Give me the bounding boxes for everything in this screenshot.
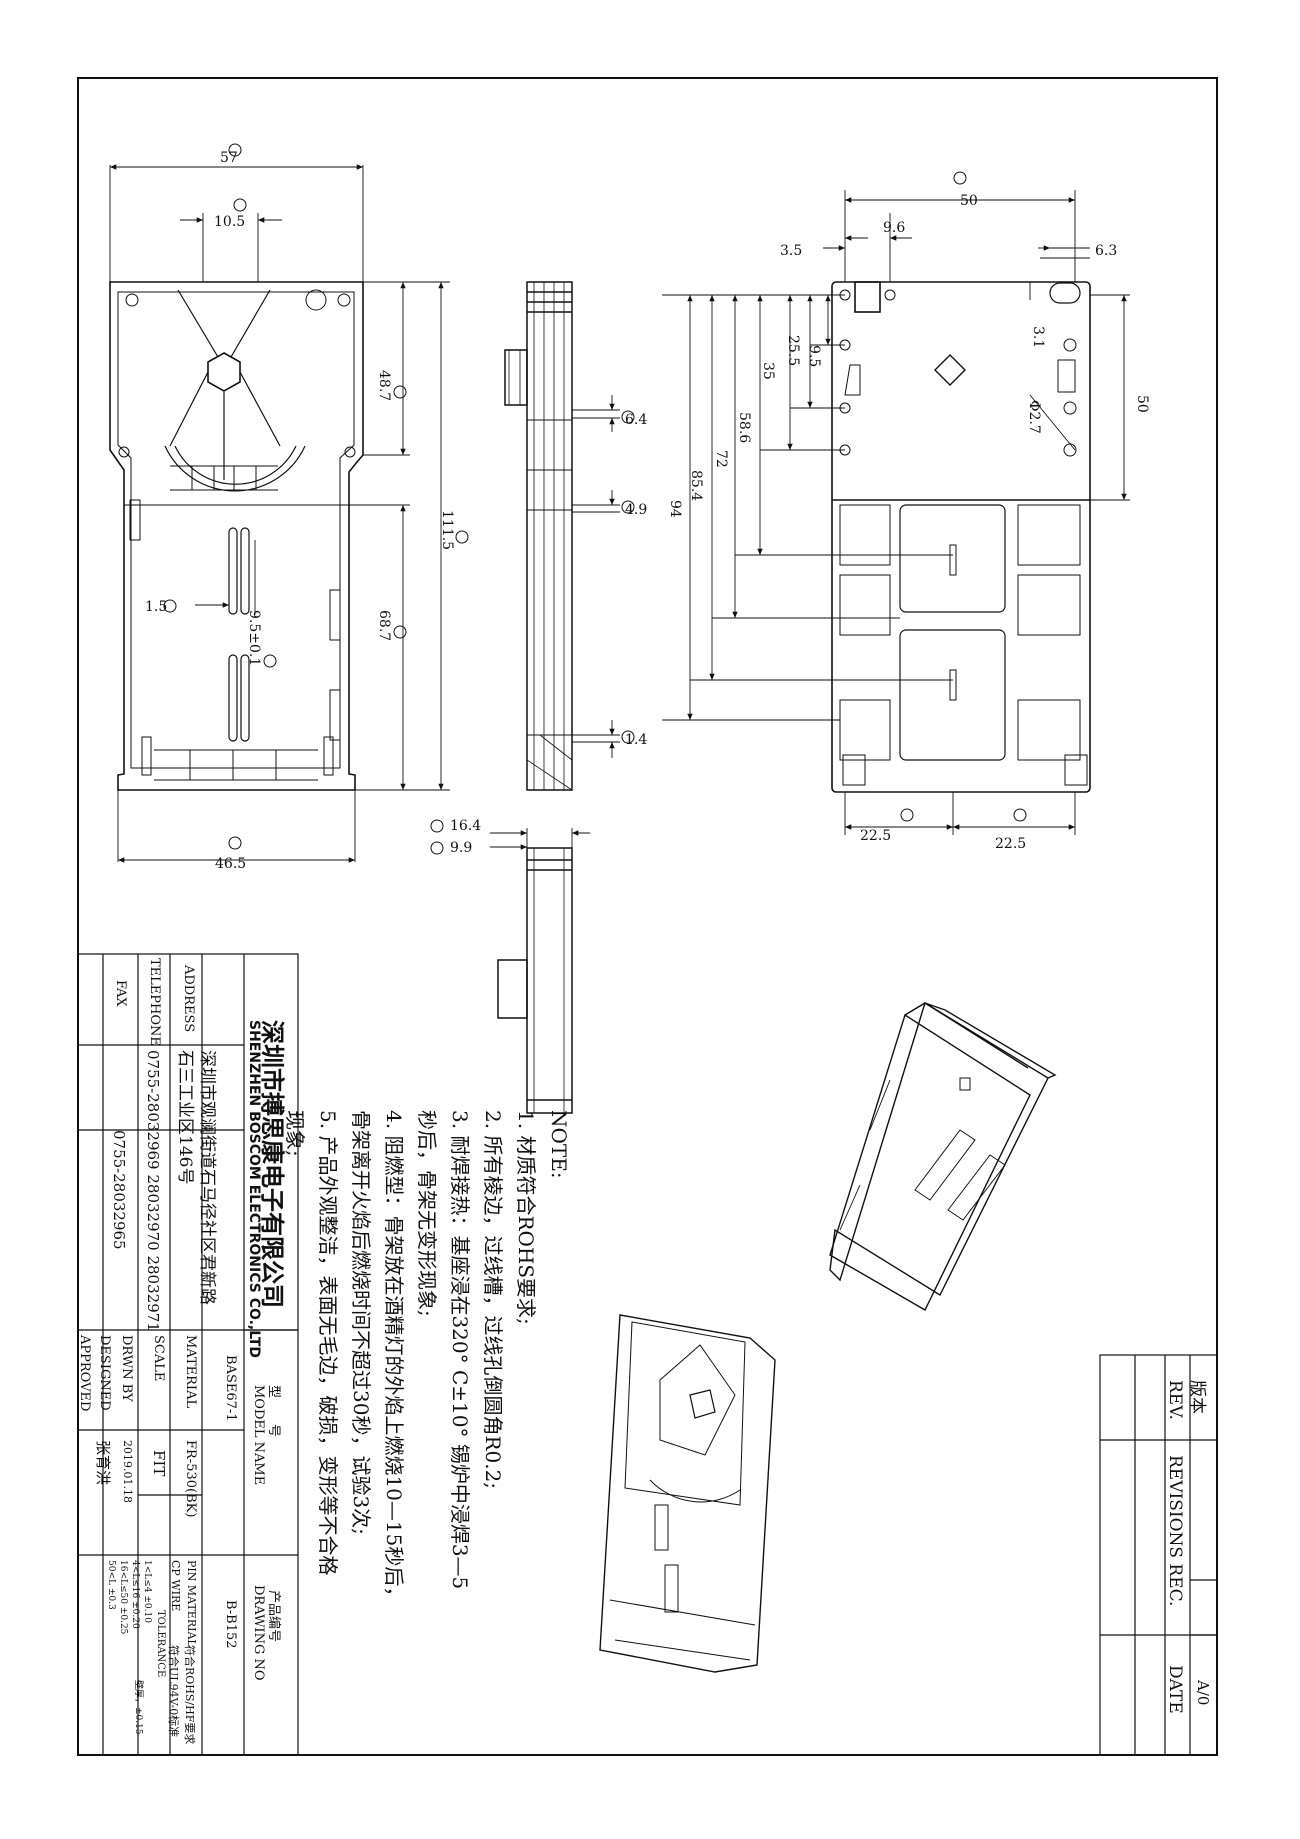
date-label: DATE: [1165, 1665, 1185, 1714]
end-view: [497, 847, 573, 1114]
model-label: MODEL NAME: [251, 1385, 266, 1486]
dim-22-5-b: 22.5: [995, 836, 1026, 852]
dim-9-9: 9.9: [450, 840, 472, 856]
dim-46-5: 46.5: [215, 856, 246, 872]
dim-57: 57: [220, 150, 238, 166]
dim-58-6: 58.6: [736, 412, 752, 444]
end-view-dimensions: [490, 828, 590, 850]
sheet-border: [77, 77, 1218, 1756]
drawing-no-label-cn: 产品编号: [266, 1590, 281, 1643]
telephone-label: TELEPHONE: [147, 958, 162, 1046]
tol-row-2: 4<L≤16 ±0.20: [130, 1560, 140, 1629]
revision-block: [1099, 1354, 1218, 1756]
address-line1: 深圳市观澜街道石马径社区君新路: [197, 1050, 217, 1305]
model-label-cn: 型 号: [266, 1385, 281, 1438]
pin-material-label: PIN MATERIAL: [185, 1560, 198, 1647]
material-value: FR-530(BK): [183, 1440, 198, 1518]
rev-label: REV.: [1165, 1380, 1185, 1420]
dim-9-5-tol: 9.5±0.1: [246, 610, 262, 667]
designer-name: 张育洪: [94, 1440, 112, 1486]
version-value: A/0: [1194, 1680, 1212, 1706]
scale-label: SCALE: [151, 1335, 166, 1382]
isometric-view-bottom: [599, 1314, 776, 1673]
note-4-cont: 骨架离开火焰后燃烧时间不超过30秒，试验3次;: [349, 1110, 373, 1535]
drwn-date: 2019.01.18: [121, 1440, 134, 1503]
dim-72: 72: [713, 450, 729, 468]
version-label: 版本: [1187, 1380, 1207, 1414]
notes-block: NOTE: 1. 材质符合ROHS要求; 2. 所有棱边，过线槽，过线孔倒圆角R…: [278, 1110, 575, 1606]
bottom-view: [831, 281, 1091, 793]
tol-row-1: 1<L≤4 ±0.10: [142, 1560, 152, 1623]
revisions-rec-label: REVISIONS REC.: [1165, 1455, 1185, 1607]
callout-circles: [163, 143, 1027, 855]
dimension-labels: 57 10.5 1.5 46.5 6.4 4.9 1.4 50 9.6 3.5 …: [145, 150, 1117, 872]
company-name-en: SHENZHEN BOSCOM ELECTRONICS CO.,LTD: [246, 1020, 262, 1358]
address-line2: 石三工业区146号: [175, 1050, 195, 1185]
cp-wire-value: 符合UL94V-0标准: [167, 1645, 180, 1738]
cp-wire-label: CP WIRE: [169, 1560, 182, 1612]
tolerance-label: TOLERANCE: [155, 1610, 166, 1678]
dim-16-4: 16.4: [450, 818, 481, 834]
dim-25-5: 25.5: [785, 335, 801, 367]
tol-row-4: 50<L ±0.3: [106, 1560, 116, 1610]
dim-35: 35: [760, 362, 776, 380]
dim-phi-2-7: Φ2.7: [1026, 400, 1042, 434]
dim-50-top: 50: [960, 193, 978, 209]
side-view: [504, 281, 573, 791]
dim-1-4: 1.4: [625, 732, 647, 748]
drawing-no-value: B-B152: [223, 1600, 238, 1649]
pin-material-value: 符合ROHS/HF要求: [183, 1645, 196, 1745]
designed-label: DESIGNED: [97, 1335, 112, 1411]
note-2: 2. 所有棱边，过线槽，过线孔倒圆角R0.2;: [481, 1110, 505, 1490]
side-view-dimensions: [572, 395, 620, 758]
scale-value: FIT: [150, 1450, 168, 1477]
address-label: ADDRESS: [181, 965, 196, 1033]
dim-50-right: 50: [1134, 395, 1150, 413]
notes-title: NOTE:: [547, 1110, 571, 1179]
top-view-dimensions: [109, 164, 450, 863]
tol-row-3: 16<L≤50 ±0.25: [118, 1560, 128, 1635]
dim-1-5: 1.5: [145, 599, 167, 615]
fax-label: FAX: [113, 980, 128, 1007]
dim-6-3: 6.3: [1095, 243, 1117, 259]
approved-label: APPROVED: [77, 1335, 92, 1412]
thickness-tolerance: 壁厚，±0.15: [133, 1680, 143, 1735]
top-view: [109, 281, 364, 791]
material-label: MATERIAL: [183, 1335, 198, 1409]
dim-85-4: 85.4: [688, 470, 704, 502]
model-value: BASE67-1: [223, 1355, 238, 1422]
isometric-view-right: [829, 1001, 1057, 1311]
dim-68-7: 68.7: [376, 610, 392, 642]
dim-9-6: 9.6: [883, 220, 905, 236]
dim-4-9: 4.9: [625, 502, 647, 518]
dim-9-5-b: 9.5: [806, 345, 822, 368]
dim-3-1: 3.1: [1030, 326, 1046, 349]
telephone-value: 0755-28032969 28032970 28032971: [144, 1050, 162, 1332]
dim-111-5: 111.5: [439, 510, 455, 551]
drawing-no-label: DRAWING NO: [251, 1585, 266, 1681]
bottom-view-dimensions: [662, 190, 1130, 835]
note-3-cont: 秒后，骨架无变形现象;: [415, 1110, 439, 1317]
note-5: 5. 产品外观整洁，表面无毛边，破损，变形等不合格: [316, 1110, 340, 1576]
note-4: 4. 阻燃型：骨架放在酒精灯的外焰上燃烧10—15秒后，: [382, 1110, 406, 1607]
dim-6-4: 6.4: [625, 412, 647, 428]
company-name-cn: 深圳市搏思康电子有限公司: [258, 1020, 287, 1308]
dim-94: 94: [667, 500, 683, 518]
dim-10-5: 10.5: [214, 214, 245, 230]
dim-48-7: 48.7: [376, 370, 392, 402]
dim-3-5: 3.5: [780, 243, 802, 259]
title-block-grid: [77, 953, 299, 1756]
fax-value: 0755-28032965: [110, 1130, 128, 1250]
note-3: 3. 耐焊接热：基座浸在320° C±10° 锡炉中浸焊3—5: [448, 1110, 472, 1590]
dim-22-5-a: 22.5: [860, 828, 891, 844]
note-1: 1. 材质符合ROHS要求;: [514, 1110, 538, 1325]
drwn-by-label: DRWN BY: [119, 1335, 134, 1402]
